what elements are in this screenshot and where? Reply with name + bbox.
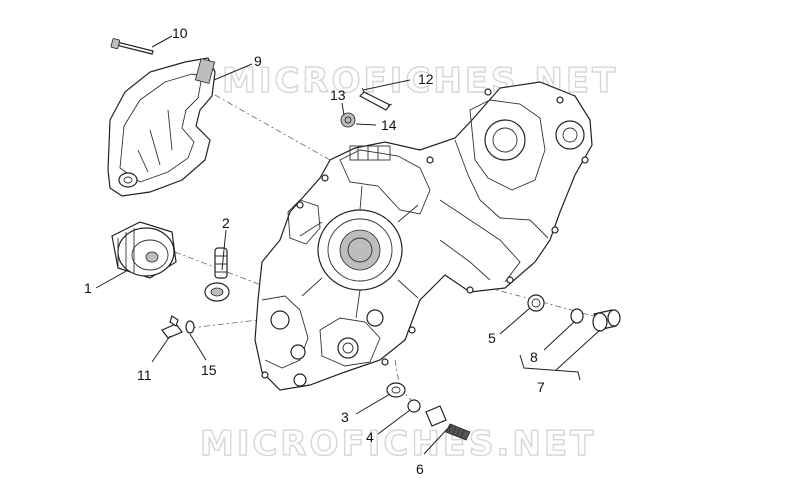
part-5-ring (527, 294, 545, 312)
callout-5: 5 (488, 330, 496, 346)
part-7-plug-cap (592, 309, 621, 332)
part-8-oring (570, 308, 584, 324)
part-2-plug (204, 247, 230, 302)
callout-3: 3 (341, 409, 349, 425)
callout-6: 6 (416, 461, 424, 477)
part-6-spring (425, 405, 471, 441)
callout-7: 7 (537, 379, 545, 395)
crankcase-half (254, 81, 593, 391)
callout-labels: 10 9 12 13 14 2 1 11 15 3 4 6 5 8 7 (84, 25, 545, 477)
part-15-washer (185, 320, 195, 334)
callout-13: 13 (330, 87, 346, 103)
part-11-sensor (161, 315, 183, 339)
part-4-cap (407, 399, 421, 413)
part-10-bolt (110, 38, 154, 55)
callout-8: 8 (530, 349, 538, 365)
callout-12: 12 (418, 71, 434, 87)
watermark-bottom: MICROFICHES.NET (200, 424, 596, 464)
callout-2: 2 (222, 215, 230, 231)
callout-15: 15 (201, 362, 217, 378)
part-13-14-bushing (340, 112, 356, 128)
callout-9: 9 (254, 53, 262, 69)
part-3-ring (386, 382, 406, 398)
leader-lines (95, 35, 601, 455)
callout-1: 1 (84, 280, 92, 296)
callout-11: 11 (137, 367, 152, 383)
callout-10: 10 (172, 25, 188, 41)
part-9-cover-plate (107, 57, 216, 197)
callout-4: 4 (366, 429, 374, 445)
callout-14: 14 (381, 117, 397, 133)
part-1-oil-filter (111, 221, 177, 279)
